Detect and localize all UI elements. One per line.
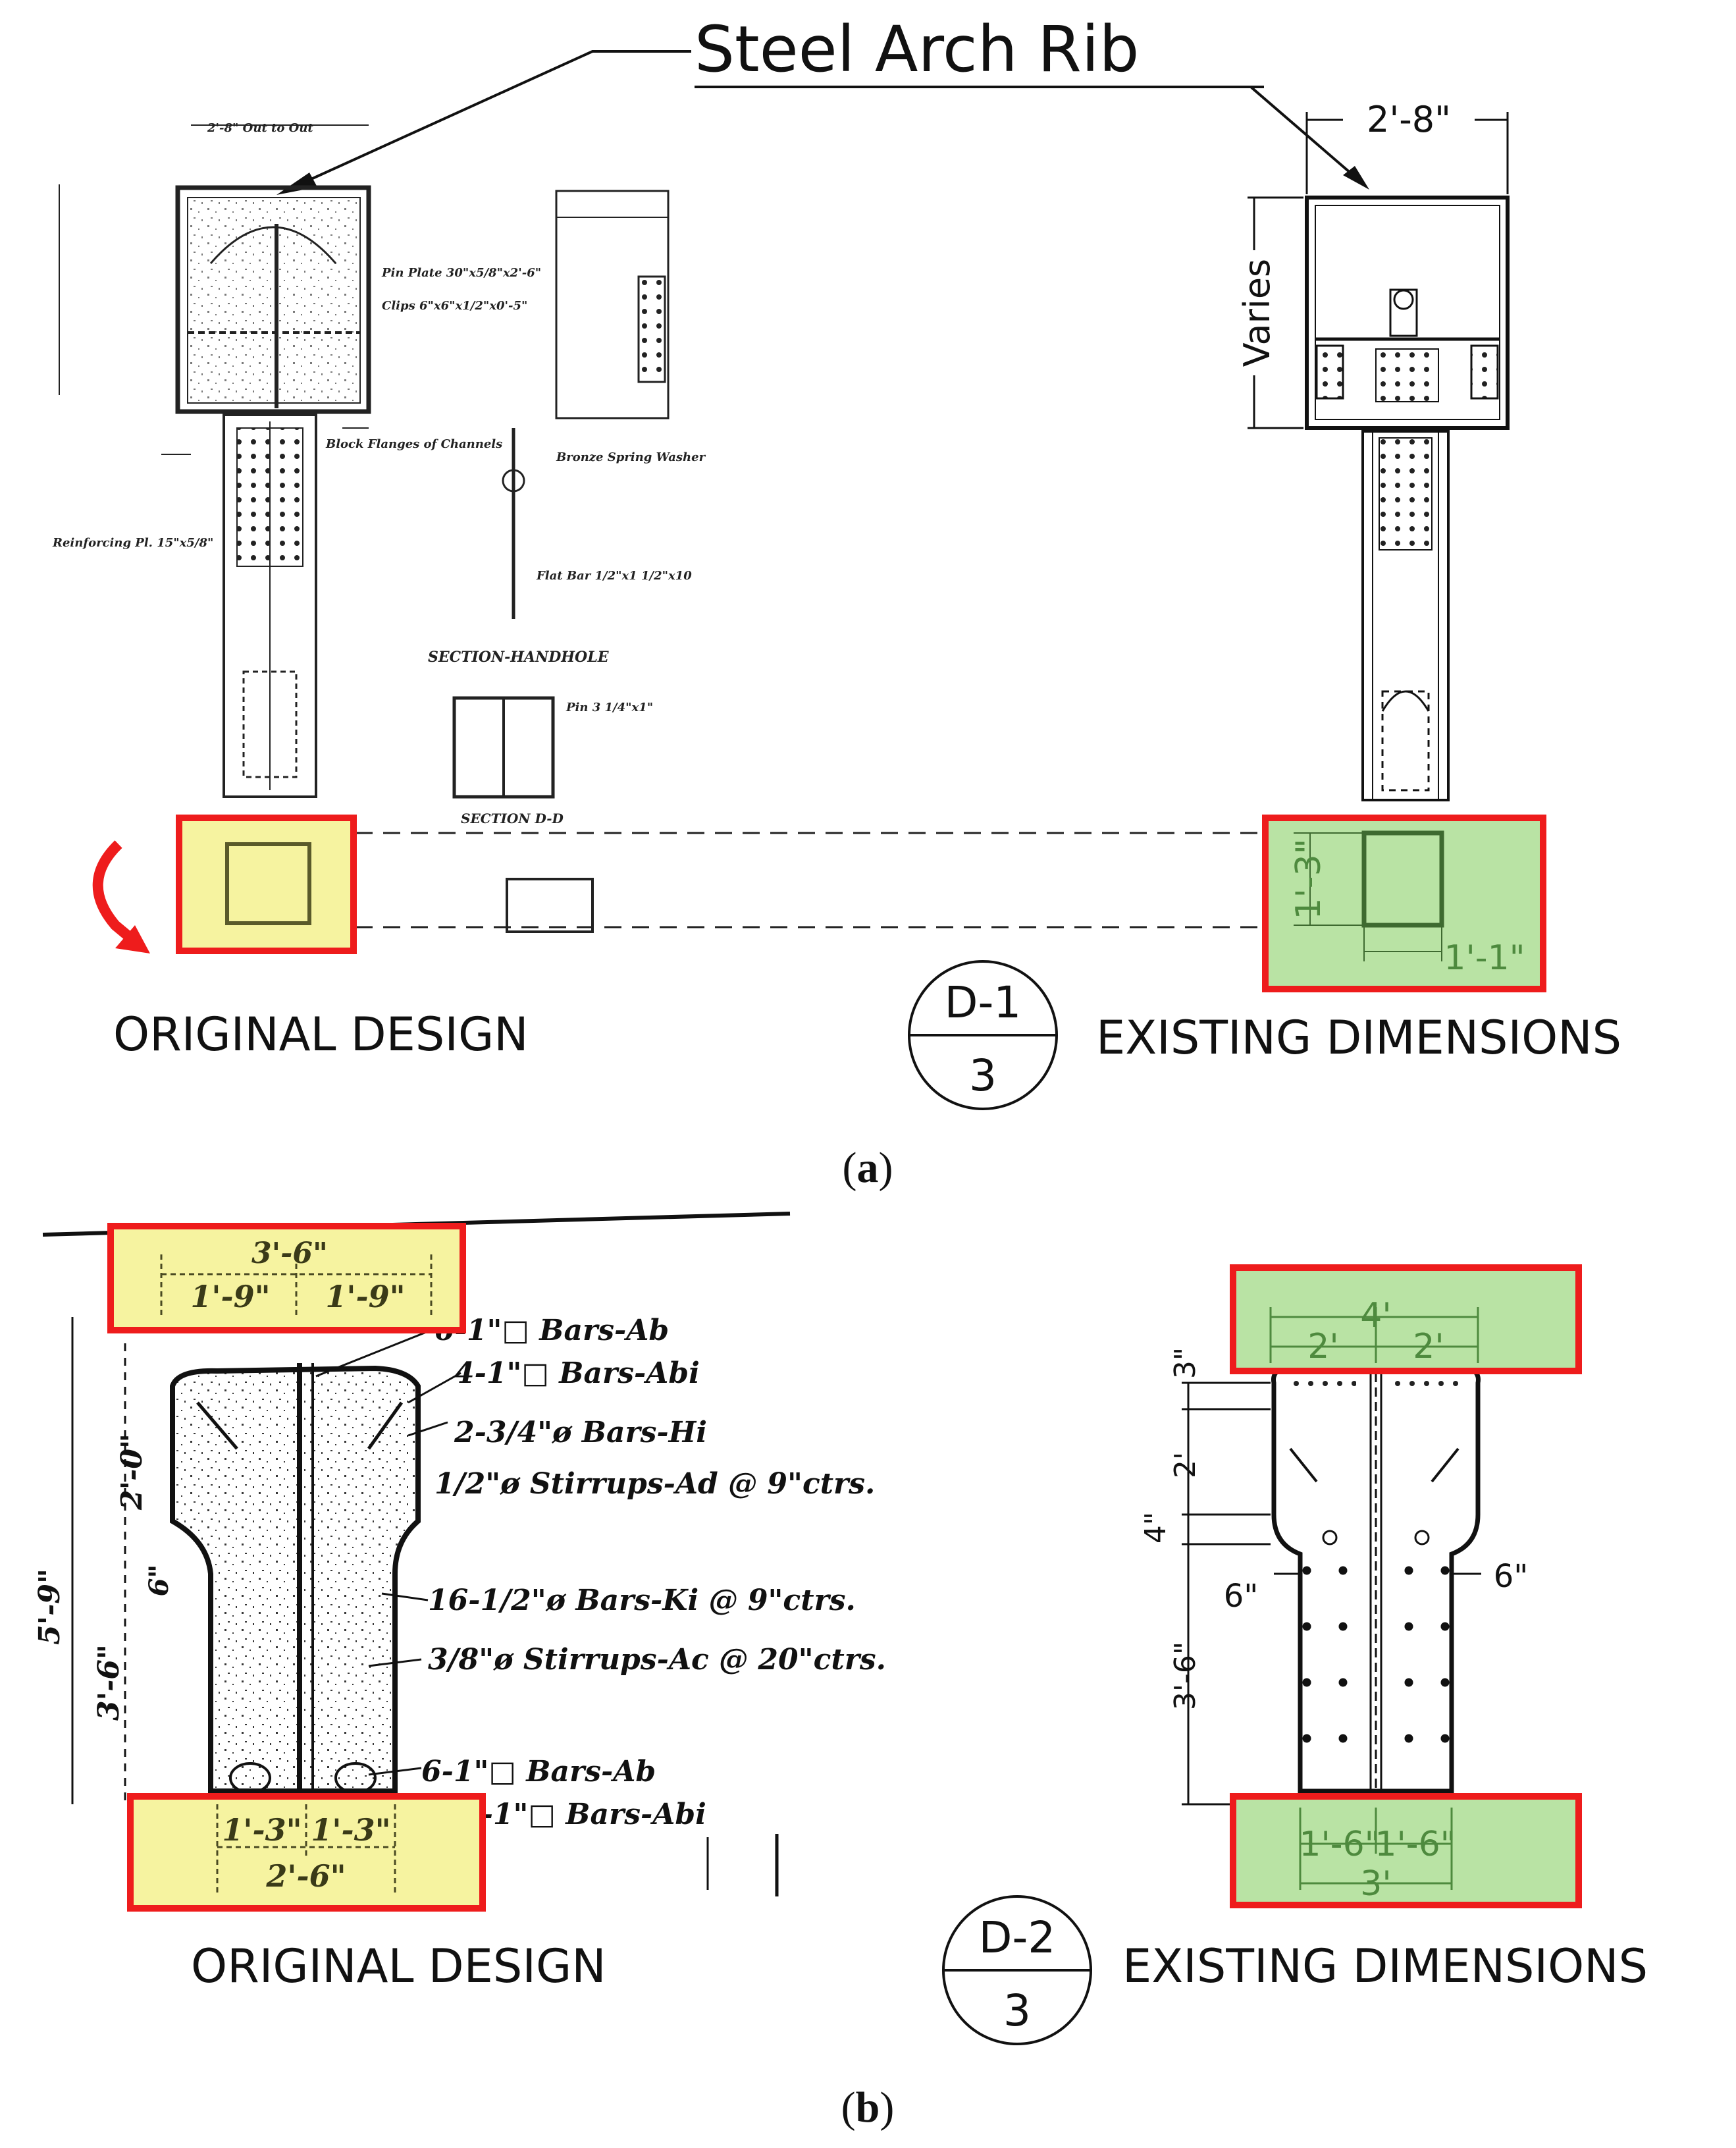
orig-top-right: 1'-9"	[325, 1279, 405, 1314]
existing-section-square	[1294, 830, 1444, 961]
dim-height-label: Varies	[1236, 259, 1278, 367]
orig-upper-height: 2'-0"	[115, 1434, 149, 1511]
exist-h-4: 4"	[1139, 1512, 1172, 1544]
exist-top-total: 4'	[1360, 1296, 1391, 1335]
exist-h-3: 3"	[1169, 1347, 1202, 1379]
svg-text:SECTION D-D: SECTION D-D	[461, 811, 564, 826]
exist-bottom-dims	[1299, 1808, 1453, 1890]
rebar-note-5: 16-1/2"ø Bars-Ki @ 9"ctrs.	[428, 1584, 856, 1617]
existing-drawing-a	[1248, 112, 1510, 801]
svg-text:Pin Plate 30"x5/8"x2'-6": Pin Plate 30"x5/8"x2'-6"	[381, 266, 541, 280]
exist-top-right: 2'	[1413, 1327, 1444, 1366]
rebar-note-3: 2-3/4"ø Bars-Hi	[454, 1416, 707, 1449]
orig-bottom-right: 1'-3"	[311, 1812, 390, 1848]
orig-bottom-left: 1'-3"	[222, 1812, 302, 1848]
exist-bottom-total: 3'	[1360, 1864, 1391, 1904]
leader-arrowhead-left	[276, 173, 317, 195]
leader-to-original	[299, 50, 691, 186]
rebar-note-1: 6-1"□ Bars-Ab	[434, 1314, 669, 1347]
dim-label-bg-varies	[1231, 250, 1277, 375]
steel-arch-rib-label: Steel Arch Rib	[695, 13, 1139, 86]
original-design-label-a: ORIGINAL DESIGN	[113, 1007, 529, 1061]
section-marker-b-top: D-2	[979, 1912, 1056, 1963]
orig-top-total: 3'-6"	[251, 1237, 328, 1270]
svg-text:2'-8" Out to Out: 2'-8" Out to Out	[207, 121, 313, 135]
svg-text:SECTION-HANDHOLE: SECTION-HANDHOLE	[428, 649, 610, 666]
original-highlight-top-b	[107, 1223, 466, 1333]
existing-highlight-bottom-b	[1230, 1793, 1582, 1908]
svg-text:Block Flanges of Channels: Block Flanges of Channels	[325, 437, 502, 451]
dim-box-width-label: 1'-1"	[1444, 938, 1525, 978]
existing-highlight-top-b	[1230, 1264, 1582, 1374]
panel-b: 5'-9" 2'-0" 6" 3'-6" 6-1"□ Bars-Ab 4-1"□…	[33, 1212, 1648, 2132]
rebar-note-4: 1/2"ø Stirrups-Ad @ 9"ctrs.	[434, 1467, 875, 1501]
section-marker-a-bottom: 3	[969, 1050, 997, 1101]
panel-a: Steel Arch Rib	[52, 13, 1621, 1192]
caption-b: (b)	[841, 2083, 895, 2132]
orig-bottom-total: 2'-6"	[265, 1858, 346, 1894]
orig-bottom-dims	[216, 1804, 396, 1896]
svg-text:Reinforcing Pl. 15"x5/8": Reinforcing Pl. 15"x5/8"	[52, 536, 213, 550]
exist-bottom-right: 1'-6"	[1375, 1825, 1456, 1864]
exist-w-6-right: 6"	[1494, 1558, 1529, 1595]
existing-dimensions-label-b: EXISTING DIMENSIONS	[1122, 1939, 1648, 1993]
exist-h-36: 3'-6"	[1169, 1642, 1202, 1710]
rotation-arrow-icon	[92, 840, 139, 946]
dim-box-height-label: 1'-3"	[1289, 838, 1328, 919]
exist-h-2: 2'	[1169, 1452, 1202, 1478]
section-marker-b-bottom: 3	[1003, 1985, 1031, 2036]
leader-arrowhead-right	[1343, 166, 1369, 190]
svg-text:Flat Bar 1/2"x1 1/2"x10: Flat Bar 1/2"x1 1/2"x10	[536, 569, 692, 583]
rebar-note-8: 4-1"□ Bars-Abi	[461, 1798, 706, 1831]
svg-text:Pin 3 1/4"x1": Pin 3 1/4"x1"	[566, 701, 653, 714]
original-section-square	[225, 842, 311, 925]
svg-text:Clips 6"x6"x1/2"x0'-5": Clips 6"x6"x1/2"x0'-5"	[382, 299, 527, 313]
svg-text:Bronze Spring Washer: Bronze Spring Washer	[556, 450, 706, 464]
caption-a: (a)	[843, 1144, 893, 1192]
exist-top-left: 2'	[1307, 1327, 1338, 1366]
orig-top-dims	[160, 1254, 433, 1317]
exist-w-6-left: 6"	[1224, 1578, 1259, 1615]
orig-total-height: 5'-9"	[33, 1569, 66, 1645]
exist-bottom-left: 1'-6"	[1299, 1825, 1380, 1864]
rotation-arrowhead	[115, 925, 150, 953]
leader-to-existing	[1249, 86, 1357, 179]
rebar-notes: 6-1"□ Bars-Ab 4-1"□ Bars-Abi 2-3/4"ø Bar…	[421, 1314, 886, 1831]
dim-width-label: 2'-8"	[1367, 99, 1451, 140]
orig-top-left: 1'-9"	[190, 1279, 270, 1314]
exist-top-dims	[1269, 1307, 1479, 1363]
rebar-note-7: 6-1"□ Bars-Ab	[421, 1755, 656, 1788]
original-design-label-b: ORIGINAL DESIGN	[191, 1939, 606, 1993]
orig-mid-height: 6"	[144, 1565, 174, 1597]
original-highlight-box-a	[176, 815, 357, 954]
section-marker-b: D-2 3	[942, 1895, 1092, 2045]
section-marker-a-top: D-1	[945, 977, 1022, 1028]
rebar-note-6: 3/8"ø Stirrups-Ac @ 20"ctrs.	[428, 1643, 886, 1677]
existing-dimensions-label-a: EXISTING DIMENSIONS	[1096, 1011, 1621, 1065]
dim-label-bg-width	[1343, 99, 1475, 138]
existing-highlight-box-a	[1262, 815, 1546, 992]
orig-lower-height: 3'-6"	[92, 1644, 126, 1721]
rebar-note-2: 4-1"□ Bars-Abi	[454, 1356, 700, 1390]
original-drawing-a: SECTION-HANDHOLE SECTION D-D 2'-8" Out t…	[52, 121, 706, 933]
section-marker-a: D-1 3	[908, 960, 1058, 1110]
